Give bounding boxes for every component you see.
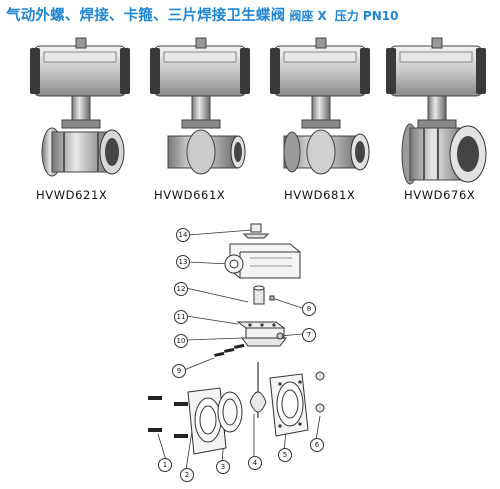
callout-12: 12	[174, 282, 188, 296]
callout-13: 13	[176, 255, 190, 269]
callout-6: 6	[310, 438, 324, 452]
product-photo-1	[24, 28, 142, 208]
callout-2: 2	[180, 468, 194, 482]
product-photo-3	[264, 28, 382, 208]
callout-8: 8	[302, 302, 316, 316]
valve-photo-1-image	[30, 37, 130, 177]
product-model-2: HVWD661X	[154, 188, 226, 202]
title-text: 气动外螺、焊接、卡箍、三片焊接卫生蝶阀	[6, 8, 286, 24]
exploded-parts-diagram: 14 13 12 11 10 9 8 7 1 2 3 4 5 6	[130, 222, 380, 489]
callout-14: 14	[176, 228, 190, 242]
product-model-4: HVWD676X	[404, 188, 476, 202]
callout-3: 3	[216, 460, 230, 474]
callout-4: 4	[248, 456, 262, 470]
callout-5: 5	[278, 448, 292, 462]
callout-11: 11	[174, 310, 188, 324]
callout-1: 1	[158, 458, 172, 472]
product-photo-2	[144, 28, 262, 208]
product-model-1: HVWD621X	[36, 188, 108, 202]
valve-photo-2-image	[150, 37, 250, 175]
page-title: 气动外螺、焊接、卡箍、三片焊接卫生蝶阀阀座 X 压力 PN10	[6, 4, 496, 26]
title-pressure-spec: 压力 PN10	[334, 9, 399, 23]
product-photo-4	[380, 28, 498, 208]
callout-10: 10	[174, 334, 188, 348]
callout-9: 9	[172, 364, 186, 378]
valve-photo-4-image	[386, 37, 487, 185]
callout-7: 7	[302, 328, 316, 342]
valve-photo-3-image	[270, 37, 370, 175]
product-model-3: HVWD681X	[284, 188, 356, 202]
exploded-view-drawing	[148, 223, 325, 471]
title-seat-spec: 阀座 X	[289, 9, 327, 23]
